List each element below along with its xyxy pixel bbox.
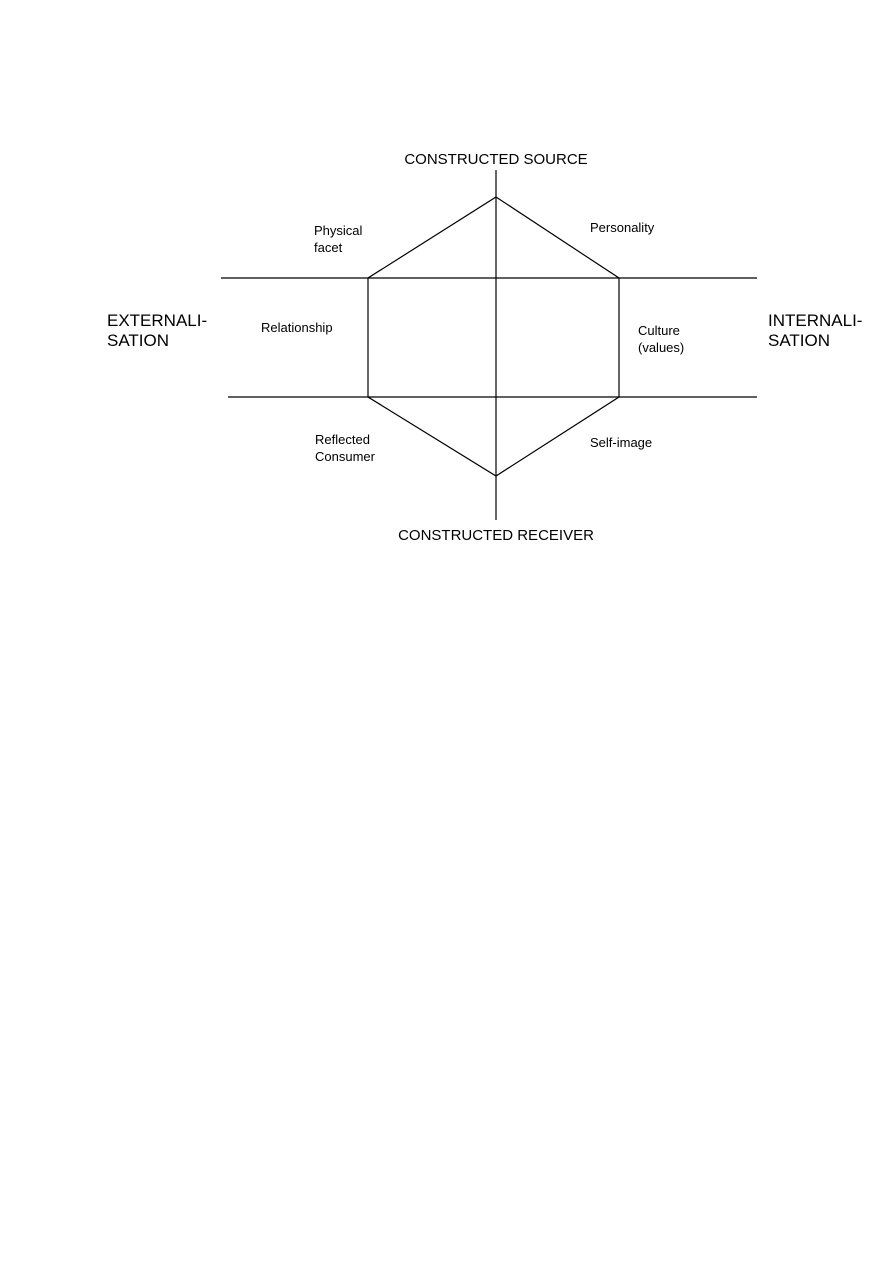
facet-label-reflection: Reflected Consumer [315,432,375,464]
axis-label-bottom: CONSTRUCTED RECEIVER [398,527,594,544]
axis-label-right: INTERNALI- SATION [768,311,863,350]
hexagon-outline [367,196,620,477]
facet-label-culture: Culture (values) [638,323,685,355]
facet-label-physical: Physical facet [314,223,363,255]
facet-label-personality: Personality [590,220,655,235]
axis-label-top: CONSTRUCTED SOURCE [404,151,588,168]
facet-label-self-image: Self-image [590,435,653,450]
axis-label-left: EXTERNALI- SATION [107,311,208,350]
facet-label-relationship: Relationship [261,320,333,335]
